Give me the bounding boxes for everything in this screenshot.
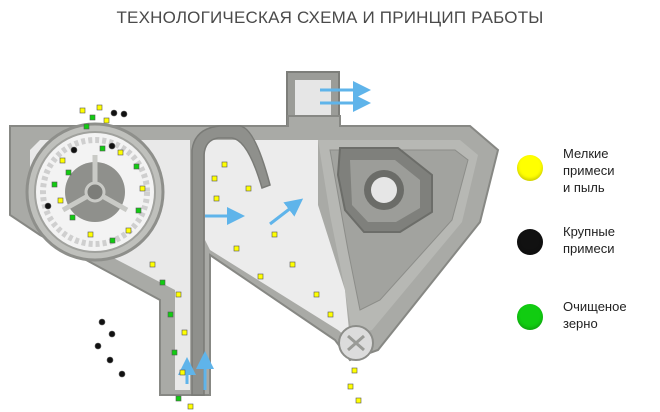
rotary-drum <box>25 122 165 262</box>
legend-label: Мелкие примеси и пыль <box>563 146 615 195</box>
legend-dot-black <box>517 229 543 255</box>
legend-item-coarse-impurities: Крупные примеси <box>515 223 655 283</box>
legend-label: Крупные примеси <box>563 224 615 256</box>
grain-particles <box>44 104 362 410</box>
fan-unit <box>336 147 433 233</box>
airflow-arrows <box>178 81 371 390</box>
legend-item-fine-impurities: Мелкие примеси и пыль <box>515 145 655 205</box>
legend-label: Очищеное зерно <box>563 299 627 331</box>
legend-item-cleaned-grain: Очищеное зерно <box>515 298 655 358</box>
legend-dot-green <box>517 304 543 330</box>
page-title: ТЕХНОЛОГИЧЕСКАЯ СХЕМА И ПРИНЦИП РАБОТЫ <box>116 8 544 27</box>
discharge-auger <box>338 325 374 361</box>
legend-dot-yellow <box>517 155 543 181</box>
